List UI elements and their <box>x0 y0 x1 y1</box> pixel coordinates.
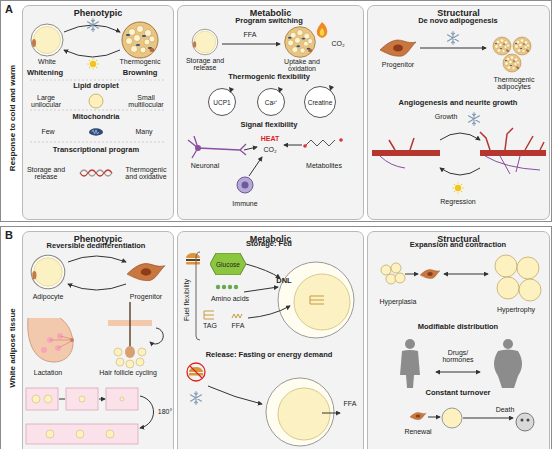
figure-label: CO₂ <box>331 40 344 47</box>
figure-label: HEAT <box>261 135 280 142</box>
category-box: Glucose Metabolic <box>177 231 364 449</box>
figure-label: CO₂ <box>263 146 276 153</box>
figure-label: Few <box>41 128 54 135</box>
column-heading: Phenotypic <box>23 234 173 244</box>
section-heading: Whitening <box>27 69 63 77</box>
section-heading: Browning <box>123 69 158 77</box>
node-label: Ca²⁺ <box>265 98 277 107</box>
figure-label: Storage and release <box>22 166 70 181</box>
side-label: White adipose tissue <box>8 308 17 388</box>
node-label: UCP1 <box>213 99 230 106</box>
figure-label: Hair follicle cycling <box>99 369 157 376</box>
mechanism-circle: Ca²⁺ <box>257 88 285 116</box>
figure-label: Large unilocular <box>22 94 70 109</box>
figure-label: FFA <box>232 322 245 329</box>
figure-label: Progenitor <box>130 293 162 300</box>
column-heading: Metabolic <box>178 234 363 244</box>
category-box: Phenotypic <box>22 5 174 220</box>
category-box: UCP1 Ca²⁺ Creatine Metabolic <box>177 5 364 220</box>
figure-label: Metabolites <box>306 162 342 169</box>
mechanism-circle: Creatine <box>304 86 336 118</box>
section-heading: Lipid droplet <box>73 82 118 90</box>
figure-label: Death <box>496 406 515 413</box>
section-heading: De novo adipogenesis <box>418 17 498 25</box>
figure-label: Immune <box>232 200 257 207</box>
section-heading: Modifiable distribution <box>418 323 498 331</box>
figure-label: Thermogenic and oxidative <box>121 166 171 181</box>
figure-label: Uptake and oxidation <box>274 58 330 73</box>
column-heading: Metabolic <box>178 8 363 18</box>
figure-label: Fuel flexibility <box>183 279 190 321</box>
category-box: Structural <box>367 5 550 220</box>
figure-label: Storage and release <box>180 57 230 72</box>
node-label: Creatine <box>308 99 333 106</box>
figure-label: Thermogenic adipocytes <box>482 76 546 91</box>
figure-label: FFA <box>244 31 257 38</box>
panel-band: PhenotypicGlucose Metabolic Structural B Whi… <box>0 226 552 449</box>
column-heading: Structural <box>368 8 549 18</box>
column-heading: Phenotypic <box>23 8 173 18</box>
figure-label: Amino acids <box>211 295 249 302</box>
figure-label: Lactation <box>34 369 62 376</box>
figure-label: Hyperplasia <box>380 298 417 305</box>
hexagon-shape <box>210 253 246 275</box>
figure-label: Thermogenic <box>120 58 161 65</box>
category-box: Phenotypic <box>22 231 174 449</box>
figure-label: TAG <box>203 322 217 329</box>
figure-label: FFA <box>344 400 357 407</box>
section-heading: Constant turnover <box>425 389 490 397</box>
section-heading: Angiogenesis and neurite growth <box>399 99 518 107</box>
glucose-hexagon: Glucose <box>210 253 246 275</box>
section-heading: Reversible dedifferentiation <box>47 242 146 250</box>
mechanism-circle: UCP1 <box>208 88 236 116</box>
figure-label: White <box>38 58 56 65</box>
figure-label: Hypertrophy <box>497 306 535 313</box>
figure-label: Renewal <box>404 428 431 435</box>
figure-label: Small multilocular <box>122 94 170 109</box>
section-heading: Storage: Fed <box>246 240 292 248</box>
figure-label: 180° <box>158 408 172 415</box>
node-label: Glucose <box>216 261 240 268</box>
section-heading: Signal flexibility <box>240 121 297 129</box>
figure-label: Many <box>135 128 152 135</box>
section-heading: DNL <box>276 277 291 285</box>
section-heading: Thermogenic flexibility <box>228 73 310 81</box>
column-heading: Structural <box>368 234 549 244</box>
section-heading: Mitochondria <box>72 113 119 121</box>
category-box: Structural <box>367 231 550 449</box>
panel-band: PhenotypicUCP1 Ca²⁺ Creatine Metabolic Struc… <box>0 0 552 222</box>
figure-label: Neuronal <box>191 162 219 169</box>
panel-letter: A <box>5 3 13 15</box>
panel-letter: B <box>5 229 13 241</box>
figure-label: Progenitor <box>382 61 414 68</box>
figure-label: Adipocyte <box>33 293 64 300</box>
section-heading: Transcriptional program <box>53 146 139 154</box>
section-heading: Expansion and contraction <box>410 241 506 249</box>
figure-label: Growth <box>435 113 458 120</box>
side-label: Response to cold and warm <box>8 65 17 171</box>
figure-label: Drugs/ hormones <box>438 349 478 364</box>
section-heading: Program switching <box>235 17 303 25</box>
figure-label: Regression <box>440 198 475 205</box>
section-heading: Release: Fasting or energy demand <box>206 351 333 359</box>
